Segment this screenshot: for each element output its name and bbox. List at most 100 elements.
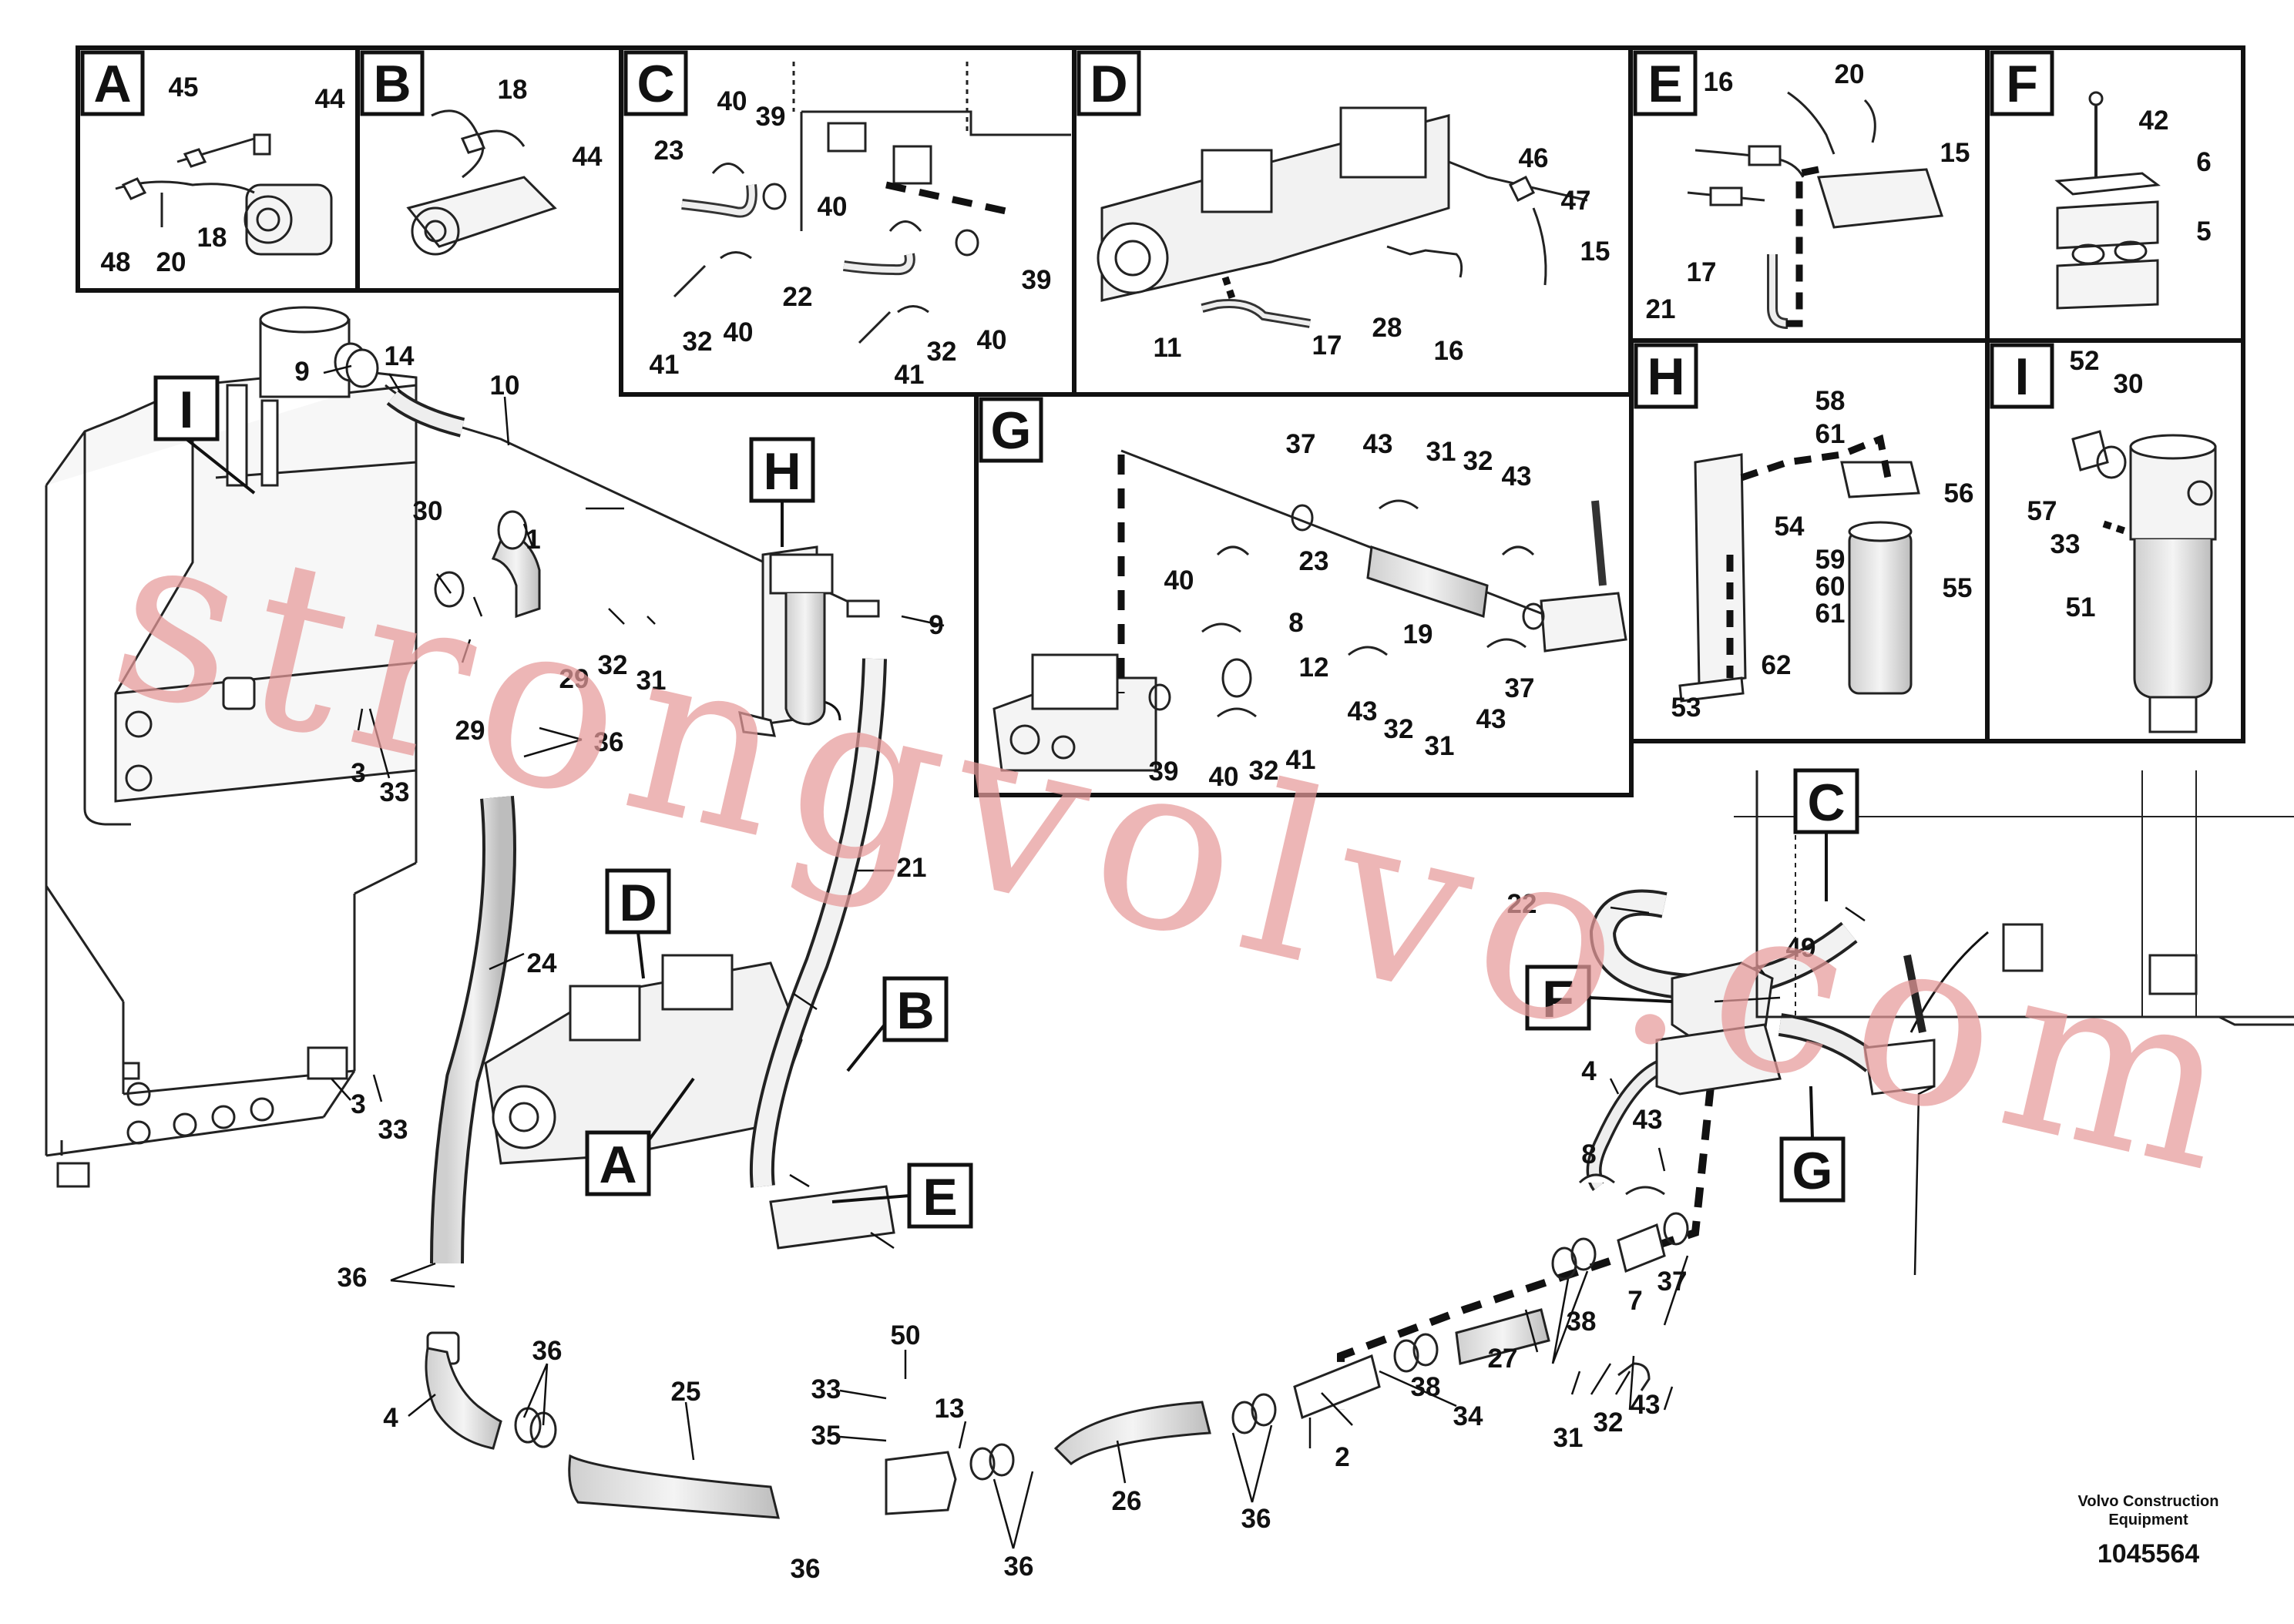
callout: 47 bbox=[1561, 186, 1591, 216]
callout: 53 bbox=[1671, 693, 1701, 723]
callout: 36 bbox=[532, 1336, 563, 1366]
box-c-letter: C bbox=[636, 55, 674, 113]
main-label-boxes: I H D B A E C bbox=[153, 375, 1859, 1229]
box-d-letter: D bbox=[1090, 55, 1127, 113]
callout: 2 bbox=[1335, 1442, 1349, 1472]
svg-text:B: B bbox=[896, 981, 934, 1040]
callout: 36 bbox=[791, 1554, 821, 1584]
callout: 22 bbox=[1507, 889, 1537, 919]
callout: 51 bbox=[2066, 592, 2096, 622]
callout: 43 bbox=[1363, 429, 1393, 459]
callout: 16 bbox=[1704, 67, 1734, 97]
callout: 32 bbox=[1384, 714, 1414, 744]
box-b-letter: B bbox=[373, 55, 411, 113]
label-i-main: I bbox=[153, 375, 256, 495]
callout: 45 bbox=[169, 72, 199, 102]
box-f-artwork bbox=[2054, 91, 2161, 310]
callout: 27 bbox=[1488, 1344, 1518, 1374]
callout: 37 bbox=[1658, 1267, 1688, 1297]
callout: 33 bbox=[380, 777, 410, 807]
callout: 43 bbox=[1631, 1390, 1661, 1420]
callout: 37 bbox=[1286, 429, 1316, 459]
callout: 18 bbox=[197, 223, 227, 253]
callout: 40 bbox=[1209, 762, 1239, 792]
callout: 43 bbox=[1502, 461, 1532, 492]
label-d-main: D bbox=[605, 868, 671, 979]
label-h-main: H bbox=[749, 437, 815, 547]
callout: 40 bbox=[1164, 565, 1194, 596]
callout: 58 bbox=[1815, 386, 1846, 416]
callout: 3 bbox=[351, 758, 365, 788]
label-e-main: E bbox=[831, 1163, 973, 1229]
callout: 29 bbox=[455, 716, 485, 746]
callout: 38 bbox=[1411, 1372, 1441, 1402]
callout: 25 bbox=[671, 1377, 701, 1407]
callout: 21 bbox=[897, 853, 927, 883]
callout: 36 bbox=[338, 1263, 368, 1293]
footer: Volvo Construction Equipment 1045564 bbox=[2078, 1493, 2219, 1569]
callout: 41 bbox=[650, 350, 680, 380]
callout: 43 bbox=[1633, 1105, 1663, 1135]
callout: 1 bbox=[526, 525, 540, 555]
callout: 9 bbox=[294, 357, 309, 387]
callout: 40 bbox=[717, 86, 747, 116]
box-i-frame bbox=[1985, 338, 2245, 743]
callout: 18 bbox=[498, 75, 528, 105]
svg-text:F: F bbox=[1542, 970, 1574, 1028]
main-fittings bbox=[345, 348, 1689, 1515]
callout: 50 bbox=[891, 1320, 921, 1351]
callout: 35 bbox=[811, 1421, 841, 1451]
callout: 22 bbox=[783, 282, 813, 312]
box-e-artwork bbox=[1687, 91, 1944, 329]
callout: 52 bbox=[2070, 346, 2100, 376]
callout: 40 bbox=[977, 325, 1007, 355]
callout: 38 bbox=[1567, 1307, 1597, 1337]
callout: 11 bbox=[1154, 333, 1182, 363]
callout: 33 bbox=[2050, 529, 2081, 559]
callout: 41 bbox=[1286, 745, 1316, 775]
box-letter-tabs: A B C D E F G H I bbox=[80, 50, 2054, 463]
callout: 61 bbox=[1815, 599, 1846, 629]
callout: 20 bbox=[1835, 59, 1865, 89]
box-d-artwork bbox=[1097, 106, 1588, 328]
box-f-letter: F bbox=[2006, 55, 2038, 113]
callout: 39 bbox=[756, 102, 786, 132]
callout: 31 bbox=[1425, 731, 1455, 761]
main-callouts: 9 14 10 30 1 29 32 31 29 36 3 33 24 21 9… bbox=[294, 341, 1815, 1584]
callout: 40 bbox=[818, 192, 848, 222]
callout: 7 bbox=[1627, 1286, 1642, 1316]
callout: 59 bbox=[1815, 545, 1846, 575]
box-i-letter: I bbox=[2015, 347, 2030, 406]
svg-text:C: C bbox=[1807, 773, 1845, 832]
callout: 41 bbox=[895, 360, 925, 390]
callout: 17 bbox=[1687, 257, 1717, 287]
callout: 34 bbox=[1453, 1401, 1483, 1431]
callout: 24 bbox=[527, 948, 557, 978]
callout: 26 bbox=[1112, 1486, 1142, 1516]
drawing-number: 1045564 bbox=[2098, 1539, 2199, 1569]
callout: 36 bbox=[1004, 1552, 1034, 1582]
callout: 46 bbox=[1519, 143, 1549, 173]
callout: 31 bbox=[636, 666, 667, 696]
callout: 4 bbox=[1581, 1056, 1597, 1086]
leader-lines bbox=[323, 364, 1935, 1549]
box-g-letter: G bbox=[991, 401, 1032, 460]
callout: 23 bbox=[1299, 546, 1329, 576]
hydraulic-tank bbox=[45, 306, 418, 1188]
callout: 9 bbox=[929, 610, 943, 640]
callout: 57 bbox=[2027, 496, 2057, 526]
box-a-artwork bbox=[115, 133, 333, 256]
callout: 19 bbox=[1403, 619, 1433, 649]
callout: 61 bbox=[1815, 419, 1846, 449]
callout: 39 bbox=[1022, 265, 1052, 295]
callout: 62 bbox=[1762, 650, 1792, 680]
callout: 32 bbox=[927, 337, 957, 367]
box-a-letter: A bbox=[93, 55, 131, 113]
box-i-artwork bbox=[2071, 430, 2217, 733]
callout: 8 bbox=[1288, 608, 1303, 638]
callout: 44 bbox=[573, 142, 603, 172]
callout: 23 bbox=[654, 136, 684, 166]
callout: 55 bbox=[1943, 573, 1973, 603]
svg-text:D: D bbox=[619, 874, 657, 932]
